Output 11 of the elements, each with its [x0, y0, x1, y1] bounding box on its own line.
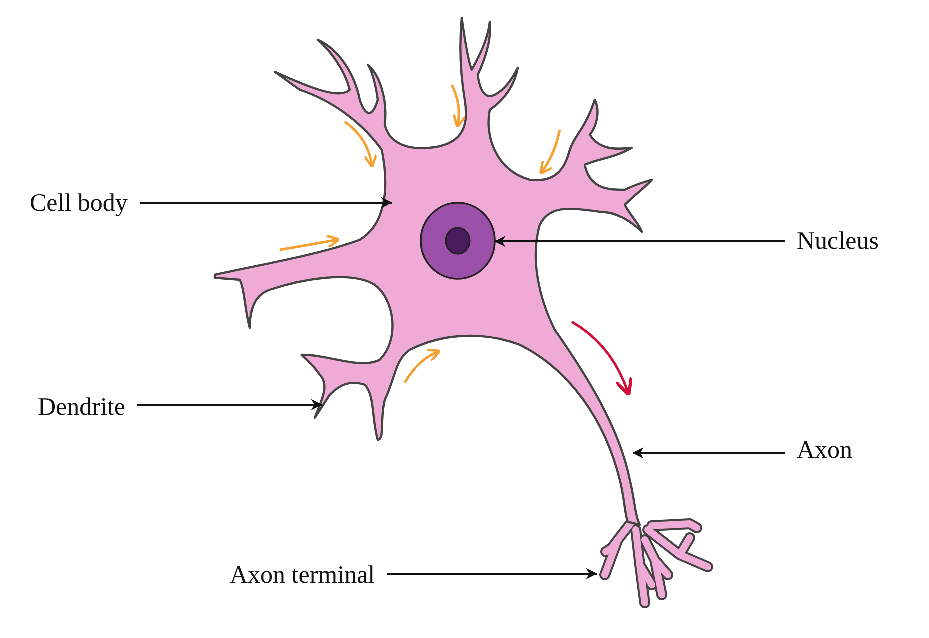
leader-arrow	[494, 236, 785, 248]
label-text: Axon	[797, 438, 853, 463]
leader-arrow	[140, 197, 392, 208]
label-text: Cell body	[30, 191, 128, 216]
leader-arrow	[387, 568, 598, 580]
label-text: Axon terminal	[230, 563, 376, 588]
leader-arrow	[137, 399, 322, 410]
label-text: Nucleus	[797, 229, 879, 254]
leader-arrow	[632, 448, 785, 459]
label-text: Dendrite	[38, 395, 126, 420]
nucleus	[420, 202, 496, 280]
